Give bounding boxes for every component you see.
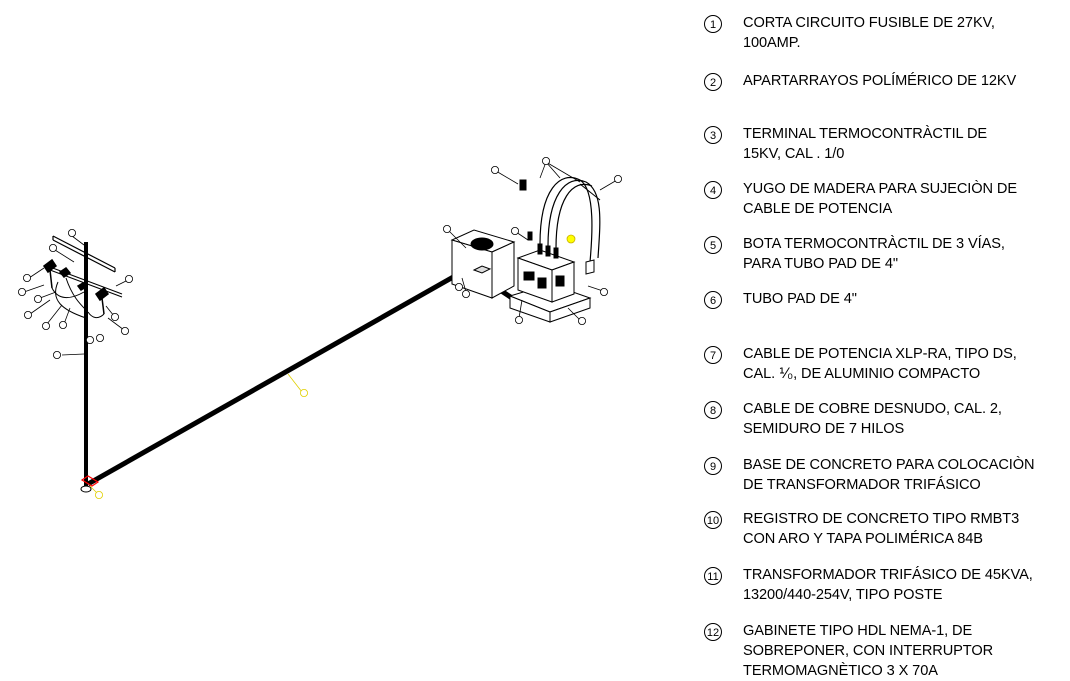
item-number: 1 bbox=[704, 15, 722, 33]
installation-drawing bbox=[17, 156, 623, 499]
item-number: 2 bbox=[704, 73, 722, 91]
item-number: 8 bbox=[704, 401, 722, 419]
pole-base bbox=[80, 485, 92, 493]
transformer-assembly bbox=[490, 156, 623, 325]
item-text: CORTA CIRCUITO FUSIBLE DE 27KV, 100AMP. bbox=[743, 15, 995, 51]
item-number: 3 bbox=[704, 126, 722, 144]
legend: 1 CORTA CIRCUITO FUSIBLE DE 27KV, 100AMP… bbox=[700, 0, 1070, 679]
item-number: 6 bbox=[704, 291, 722, 309]
crossarm bbox=[52, 235, 116, 273]
item-number: 12 bbox=[704, 623, 722, 641]
item-text: BASE DE CONCRETO PARA COLOCACIÒN DE TRAN… bbox=[743, 457, 1035, 493]
bushings bbox=[519, 179, 559, 259]
item-text: APARTARRAYOS POLÍMÉRICO DE 12KV bbox=[743, 73, 1017, 89]
transformer-callouts bbox=[490, 156, 623, 325]
item-text: GABINETE TIPO HDL NEMA-1, DE SOBREPONER,… bbox=[743, 623, 994, 679]
item-number: 4 bbox=[704, 181, 722, 199]
fuse-cutout-right bbox=[76, 282, 110, 315]
fuse-cutout-left bbox=[42, 258, 72, 289]
item-number: 9 bbox=[704, 457, 722, 475]
drop-cables bbox=[51, 277, 105, 319]
item-text: CABLE DE COBRE DESNUDO, CAL. 2, SEMIDURO… bbox=[743, 401, 1002, 437]
item-number: 11 bbox=[704, 567, 722, 585]
concrete-register bbox=[442, 224, 516, 299]
item-text: YUGO DE MADERA PARA SUJECIÒN DE CABLE DE… bbox=[743, 181, 1017, 217]
elbow-cables bbox=[539, 176, 601, 263]
item-text: TERMINAL TERMOCONTRÀCTIL DE 15KV, CAL . … bbox=[743, 126, 988, 162]
item-text: BOTA TERMOCONTRÀCTIL DE 3 VÍAS, PARA TUB… bbox=[743, 236, 1005, 272]
item-number: 5 bbox=[704, 236, 722, 254]
pole-callout-bubbles bbox=[17, 228, 134, 359]
underground-cable bbox=[80, 269, 514, 499]
item-number: 7 bbox=[704, 346, 722, 364]
item-number: 10 bbox=[704, 511, 722, 529]
item-text: TUBO PAD DE 4" bbox=[743, 291, 857, 307]
pole-assembly bbox=[17, 228, 134, 493]
item-text: TRANSFORMADOR TRIFÁSICO DE 45KVA, 13200/… bbox=[743, 567, 1033, 603]
item-text: CABLE DE POTENCIA XLP-RA, TIPO DS, CAL. … bbox=[743, 346, 1017, 382]
item-text: REGISTRO DE CONCRETO TIPO RMBT3 CON ARO … bbox=[743, 511, 1020, 547]
